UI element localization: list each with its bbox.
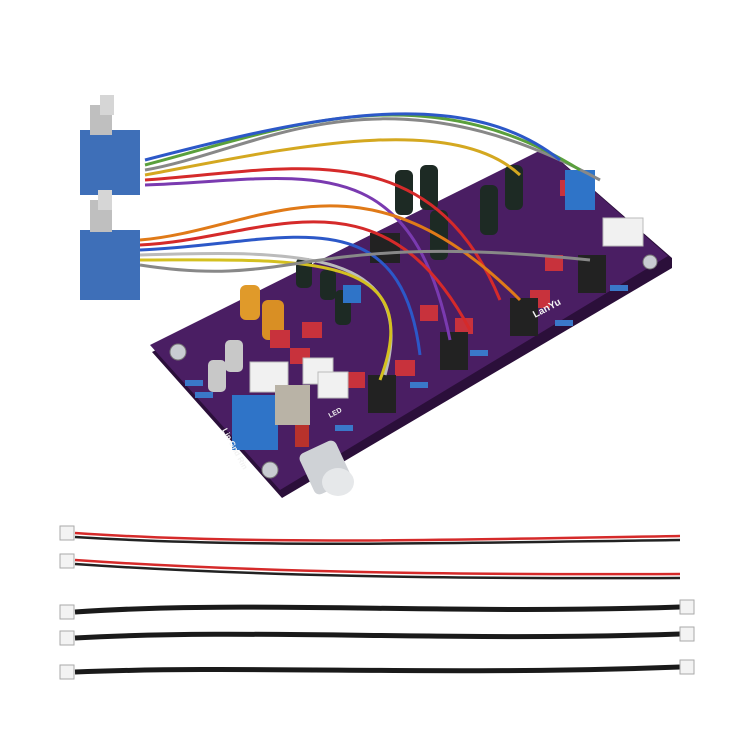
pin-headers [368, 233, 606, 413]
resistors [185, 285, 628, 431]
input-terminal-block [232, 395, 278, 450]
ribbon-cables [139, 112, 601, 381]
potentiometers [80, 95, 140, 300]
jst-connectors [249, 217, 644, 399]
switch-spring [295, 425, 309, 447]
loose-cables [74, 531, 681, 675]
aluminium-knob [299, 440, 354, 496]
output-terminal-block [565, 170, 595, 210]
mounting-screws [169, 254, 658, 479]
power-switch [275, 385, 310, 425]
trimmer [343, 285, 361, 303]
cable-plugs [59, 525, 695, 680]
